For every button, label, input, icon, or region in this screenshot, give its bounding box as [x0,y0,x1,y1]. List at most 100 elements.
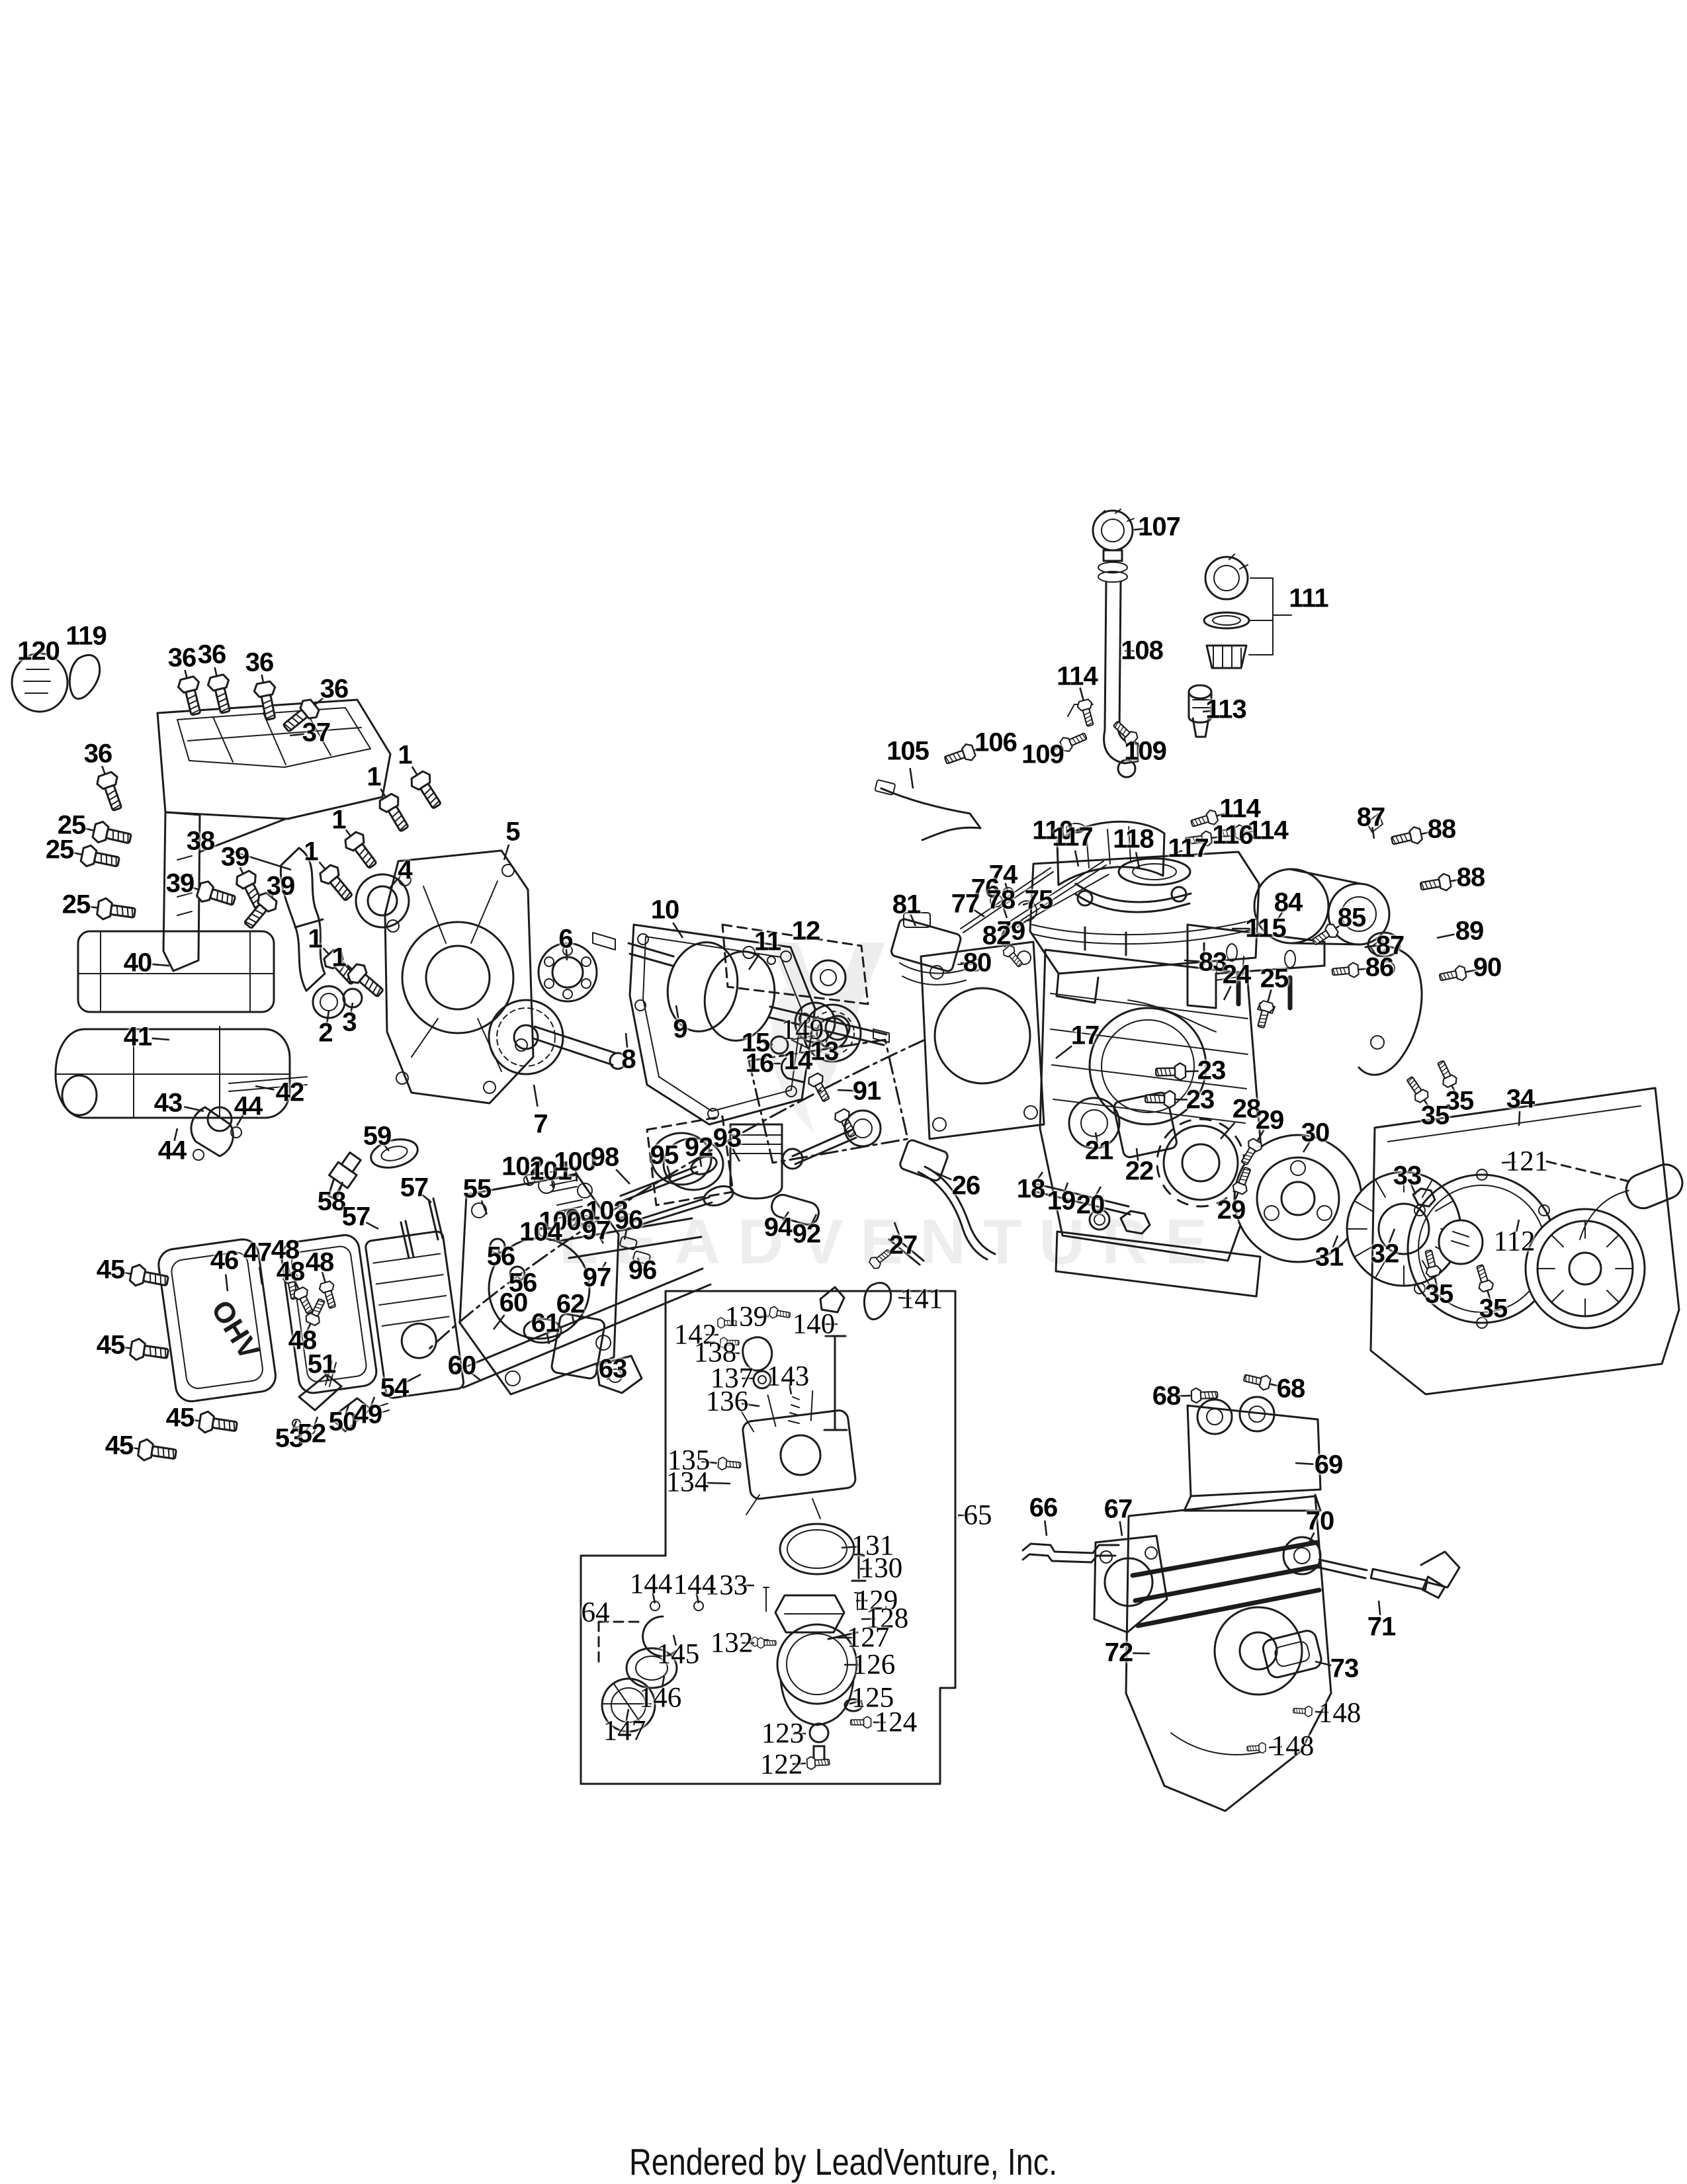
part-label-23: 23 [1186,1085,1215,1114]
part-label-95: 95 [650,1140,679,1170]
part-label-20: 20 [1076,1190,1105,1220]
part-label-19: 19 [1047,1186,1076,1216]
leader-line [1220,1122,1236,1140]
leader-line [841,1546,859,1549]
leader-line [988,893,996,900]
part-label-1: 1 [304,837,318,866]
part-label-96: 96 [614,1205,643,1235]
footer-text: Rendered by LeadVenture, Inc. [629,2141,1058,2183]
part-label-146: 146 [638,1682,682,1714]
part-label-25: 25 [1260,964,1289,993]
part-label-36: 36 [320,674,349,704]
part-label-99: 99 [565,1204,594,1234]
part-label-108: 108 [1121,636,1164,665]
part-label-44: 44 [157,1136,187,1165]
leader-line [349,1002,354,1014]
leader-line [1135,852,1141,868]
fuel-line [1074,882,1192,913]
part-label-53: 53 [275,1423,304,1453]
part-label-127: 127 [846,1622,890,1654]
bolt-icon [1330,961,1360,980]
leader-line [1022,901,1032,906]
cover-gasket [628,923,816,1126]
part-label-81: 81 [892,890,921,919]
part-label-48: 48 [305,1247,334,1277]
part-label-52: 52 [297,1419,326,1449]
part-label-38: 38 [186,826,215,856]
part-label-35: 35 [1424,1279,1453,1309]
part-label-24: 24 [1222,960,1251,989]
part-label-138: 138 [693,1337,737,1368]
part-label-149: 149 [781,1014,824,1046]
leader-line [1436,933,1455,939]
part-label-16: 16 [745,1048,774,1078]
part-label-39: 39 [220,842,249,872]
leader-line [335,1185,343,1195]
leader-line [1174,849,1183,855]
part-label-9: 9 [673,1014,687,1044]
part-label-26: 26 [951,1171,980,1200]
leader-line [792,1762,806,1765]
leader-line [236,1114,244,1126]
part-label-1: 1 [398,740,412,770]
part-label-37: 37 [302,718,331,747]
leader-line [324,1371,330,1382]
leader-line [1079,687,1085,702]
wire-harness [874,779,982,841]
leader-line [470,1372,482,1382]
leader-lines [72,527,1521,1771]
leader-line [1357,968,1370,971]
part-label-1: 1 [308,924,322,954]
part-label-54: 54 [380,1373,409,1403]
bolt-icon [128,1337,171,1365]
leader-line [615,1169,630,1185]
leader-line [1410,1184,1417,1195]
part-label-5: 5 [505,817,520,847]
part-label-65: 65 [963,1499,992,1531]
hardware-box-91 [748,1038,909,1164]
part-label-45: 45 [105,1431,134,1460]
part-label-36: 36 [83,739,112,769]
leader-line [617,1211,630,1216]
bolt-icon [1471,1263,1496,1294]
leader-line [533,1084,539,1107]
leader-line [293,1279,300,1290]
part-label-120: 120 [17,636,60,666]
leader-line [1379,948,1387,955]
part-label-71: 71 [1367,1612,1396,1642]
leader-line [1433,1275,1438,1286]
part-label-43: 43 [153,1088,183,1118]
piston-assembly [646,1109,882,1226]
leader-line [748,954,760,970]
leader-line [695,1593,700,1604]
part-label-126: 126 [852,1649,896,1681]
part-label-104: 104 [519,1217,562,1247]
bolt-icon [1438,964,1468,986]
part-label-79: 79 [996,916,1025,946]
part-label-96: 96 [628,1255,657,1285]
leader-line [1133,1652,1150,1655]
part-label-48: 48 [271,1235,300,1265]
bolt-icon [849,1716,872,1729]
bolt-icon [1403,1073,1431,1105]
parts-art: OHV [11,509,1684,1812]
part-label-29: 29 [1217,1195,1246,1225]
part-label-83: 83 [1198,947,1227,977]
leader-line [305,1322,312,1333]
part-label-40: 40 [123,948,152,978]
part-label-101: 101 [529,1156,572,1186]
part-label-100: 100 [539,1206,582,1236]
leader-line [661,1675,666,1689]
part-label-25: 25 [57,810,86,840]
part-label-35: 35 [1445,1086,1474,1116]
part-label-134: 134 [666,1466,709,1498]
leadventure-logo-mark [771,943,885,1090]
fuel-tank [1029,851,1260,1004]
leader-line [1332,1235,1339,1248]
part-label-147: 147 [603,1715,646,1747]
part-label-56: 56 [486,1241,515,1271]
part-label-73: 73 [1330,1654,1359,1683]
part-label-93: 93 [713,1123,742,1153]
part-label-148: 148 [1271,1730,1315,1762]
